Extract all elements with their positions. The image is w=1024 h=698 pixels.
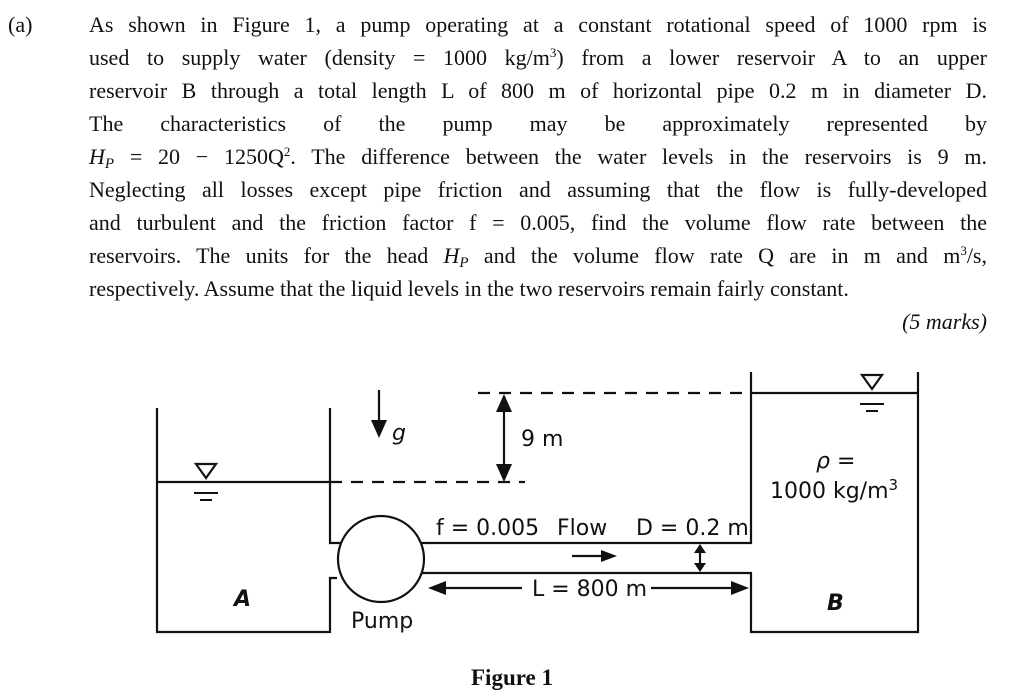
- line-8-end: /s,: [966, 243, 987, 268]
- question-line-3: reservoir B through a total length L of …: [89, 78, 987, 103]
- height-arrow-bottom: [496, 464, 512, 482]
- length-label: L = 800 m: [532, 577, 647, 602]
- question-line-6: Neglecting all losses except pipe fricti…: [89, 177, 987, 202]
- question-line-5: HP = 20 − 1250Q2. The difference between…: [89, 140, 987, 173]
- flow-label: Flow: [557, 516, 607, 541]
- pump-system-diagram: g 9 m ρ = 1000 kg/m3 f = 0.005 Flow D = …: [155, 372, 920, 634]
- question-line-2: used to supply water (density = 1000 kg/…: [89, 41, 987, 74]
- pump-equation-rhs: = 20 − 1250Q: [114, 144, 284, 169]
- reservoir-a-outline: [155, 408, 337, 634]
- question-line-9: respectively. Assume that the liquid lev…: [89, 276, 849, 301]
- head-symbol: H: [443, 243, 460, 268]
- question-line-7: and turbulent and the friction factor f …: [89, 210, 987, 235]
- question-line-4: The characteristics of the pump may be a…: [89, 111, 987, 136]
- line-8-start: reservoirs. The units for the head: [89, 243, 444, 268]
- head-symbol-sub: P: [459, 255, 469, 271]
- question-number: (a): [8, 12, 33, 37]
- question-line-1: As shown in Figure 1, a pump operating a…: [89, 12, 987, 37]
- height-diff-label: 9 m: [521, 427, 563, 452]
- question-line-8: reservoirs. The units for the head HP an…: [89, 239, 987, 272]
- reservoir-a-label: A: [232, 587, 251, 612]
- figure-1: g 9 m ρ = 1000 kg/m3 f = 0.005 Flow D = …: [0, 360, 1024, 660]
- density-label-bottom: 1000 kg/m3: [770, 476, 898, 504]
- pump-circle: [336, 514, 426, 604]
- diameter-arrow-top: [694, 544, 706, 553]
- pump-label: Pump: [351, 609, 413, 634]
- reservoir-b-label: B: [827, 591, 844, 616]
- height-arrow-top: [496, 394, 512, 412]
- length-arrow-right: [731, 581, 749, 595]
- line-5-end: . The difference between the water level…: [290, 144, 987, 169]
- squared-superscript: 2: [283, 144, 291, 159]
- line-2-end: ) from a lower reservoir A to an upper: [556, 45, 987, 70]
- gravity-arrowhead: [371, 420, 387, 438]
- density-value: 1000 kg/m: [770, 479, 889, 504]
- density-exponent: 3: [889, 476, 899, 494]
- reservoir-b-outline: [420, 372, 920, 634]
- friction-label: f = 0.005: [436, 516, 539, 541]
- free-surface-triangle-b: [859, 373, 885, 391]
- pump-equation-sub: P: [104, 156, 115, 172]
- question-block: (a) As shown in Figure 1, a pump operati…: [8, 8, 987, 334]
- flow-arrowhead: [601, 550, 617, 562]
- gravity-label: g: [392, 421, 406, 446]
- free-surface-triangle-a: [193, 462, 219, 480]
- question-text: As shown in Figure 1, a pump operating a…: [89, 8, 987, 305]
- pump-equation-lhs: H: [89, 144, 105, 169]
- density-label-top: ρ =: [816, 449, 855, 474]
- diameter-label: D = 0.2 m: [636, 516, 749, 541]
- figure-caption: Figure 1: [471, 665, 553, 690]
- marks-label: (5 marks): [902, 309, 987, 334]
- cubed-superscript: 3: [549, 45, 557, 60]
- reservoir-b-left-wall: [420, 372, 753, 545]
- reservoir-a-right-wall: [328, 408, 346, 545]
- line-8-mid: and the volume flow rate Q are in m and …: [468, 243, 961, 268]
- diameter-arrow-bottom: [694, 563, 706, 572]
- line-2-start: used to supply water (density = 1000 kg/…: [89, 45, 550, 70]
- length-arrow-left: [428, 581, 446, 595]
- cubed-superscript-2: 3: [960, 243, 967, 258]
